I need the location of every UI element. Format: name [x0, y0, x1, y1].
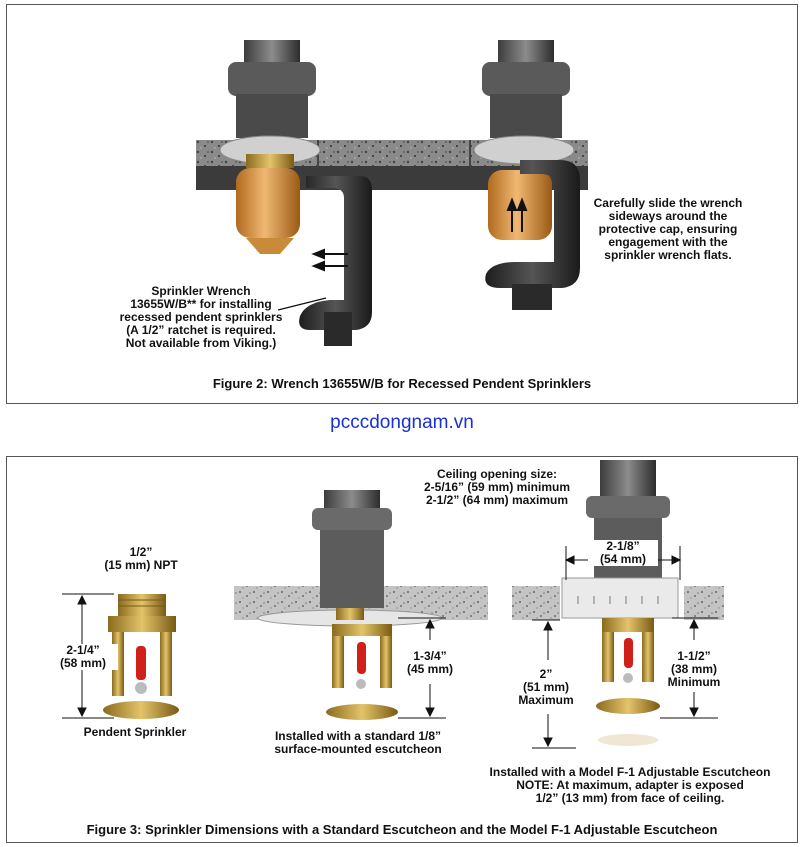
- standard-dimension-lines: [398, 617, 446, 719]
- max-label-line: Maximum: [518, 693, 574, 707]
- min-label-line: 1-1/2”: [677, 649, 711, 663]
- website-link[interactable]: pcccdongnam.vn: [330, 412, 474, 433]
- standard-label-line: Installed with a standard 1/8”: [274, 729, 442, 743]
- wrench-label-line: Sprinkler Wrench: [151, 284, 251, 298]
- slide-label: Carefully slide the wrench sideways arou…: [578, 197, 758, 262]
- min-label-line: Minimum: [667, 675, 721, 689]
- figure-2-caption: Figure 2: Wrench 13655W/B for Recessed P…: [212, 376, 592, 391]
- ceiling-label-line: 2-1/2” (64 mm) maximum: [425, 493, 569, 507]
- depth-label: 1-3/4” (45 mm): [398, 650, 462, 676]
- pendent-sprinkler-drawing: [103, 594, 179, 719]
- left-pipe-assembly: [219, 40, 321, 254]
- ceiling-opening-label: Ceiling opening size: 2-5/16” (59 mm) mi…: [402, 468, 592, 507]
- slide-arrows: [311, 248, 348, 272]
- ceiling-label-line: Ceiling opening size:: [436, 467, 557, 481]
- opening-label-line: 2-1/8”: [606, 539, 640, 553]
- min-depth-label: 1-1/2” (38 mm) Minimum: [662, 650, 726, 689]
- figure-3-caption: Figure 3: Sprinkler Dimensions with a St…: [86, 822, 718, 837]
- f1-dimension-lines: [532, 546, 718, 749]
- wrench-label: Sprinkler Wrench 13655W/B** for installi…: [106, 285, 296, 350]
- wrench-leader-line: [277, 297, 327, 311]
- f1-escutcheon-label: Installed with a Model F-1 Adjustable Es…: [470, 766, 790, 805]
- figure-2-panel: [6, 4, 798, 404]
- height-label: 2-1/4” (58 mm): [48, 644, 118, 670]
- height-label-line: (58 mm): [59, 656, 106, 670]
- standard-label-line: surface-mounted escutcheon: [274, 742, 442, 756]
- opening-width-label: 2-1/8” (54 mm): [588, 540, 658, 566]
- standard-escutcheon-label: Installed with a standard 1/8” surface-m…: [258, 730, 458, 756]
- max-label-line: (51 mm): [522, 680, 569, 694]
- depth-label-line: 1-3/4”: [413, 649, 447, 663]
- f1-label-line: NOTE: At maximum, adapter is exposed: [516, 778, 744, 792]
- max-depth-label: 2” (51 mm) Maximum: [510, 668, 582, 707]
- depth-label-line: (45 mm): [406, 662, 453, 676]
- slide-label-line: sideways around the: [608, 209, 728, 223]
- npt-label: 1/2” (15 mm) NPT: [96, 546, 186, 572]
- slide-label-line: sprinkler wrench flats.: [604, 248, 732, 262]
- wrench-label-line: 13655W/B** for installing: [130, 297, 272, 311]
- height-label-line: 2-1/4”: [66, 643, 100, 657]
- pendent-label: Pendent Sprinkler: [83, 725, 187, 739]
- slide-label-line: engagement with the: [608, 235, 728, 249]
- figure-3-panel: [6, 456, 798, 843]
- wrench-label-line: recessed pendent sprinklers: [119, 310, 283, 324]
- max-label-line: 2”: [539, 667, 553, 681]
- wrench-label-line: (A 1/2” ratchet is required.: [126, 323, 276, 337]
- slide-label-line: Carefully slide the wrench: [593, 196, 743, 210]
- min-label-line: (38 mm): [670, 662, 717, 676]
- opening-label-line: (54 mm): [599, 552, 646, 566]
- left-wrench: [299, 176, 372, 346]
- npt-label-line: 1/2”: [129, 545, 153, 559]
- pendent-dimension-lines: [62, 593, 114, 719]
- slide-label-line: protective cap, ensuring: [598, 222, 738, 236]
- right-pipe-assembly: [473, 40, 580, 310]
- f1-escutcheon-drawing: [512, 460, 724, 746]
- standard-escutcheon-drawing: [234, 490, 488, 720]
- f1-label-line: Installed with a Model F-1 Adjustable Es…: [489, 765, 771, 779]
- up-arrows: [506, 197, 528, 232]
- npt-label-line: (15 mm) NPT: [104, 558, 178, 572]
- ceiling-label-line: 2-5/16” (59 mm) minimum: [423, 480, 571, 494]
- f1-label-line: 1/2” (13 mm) from face of ceiling.: [535, 791, 725, 805]
- wrench-label-line: Not available from Viking.): [125, 336, 277, 350]
